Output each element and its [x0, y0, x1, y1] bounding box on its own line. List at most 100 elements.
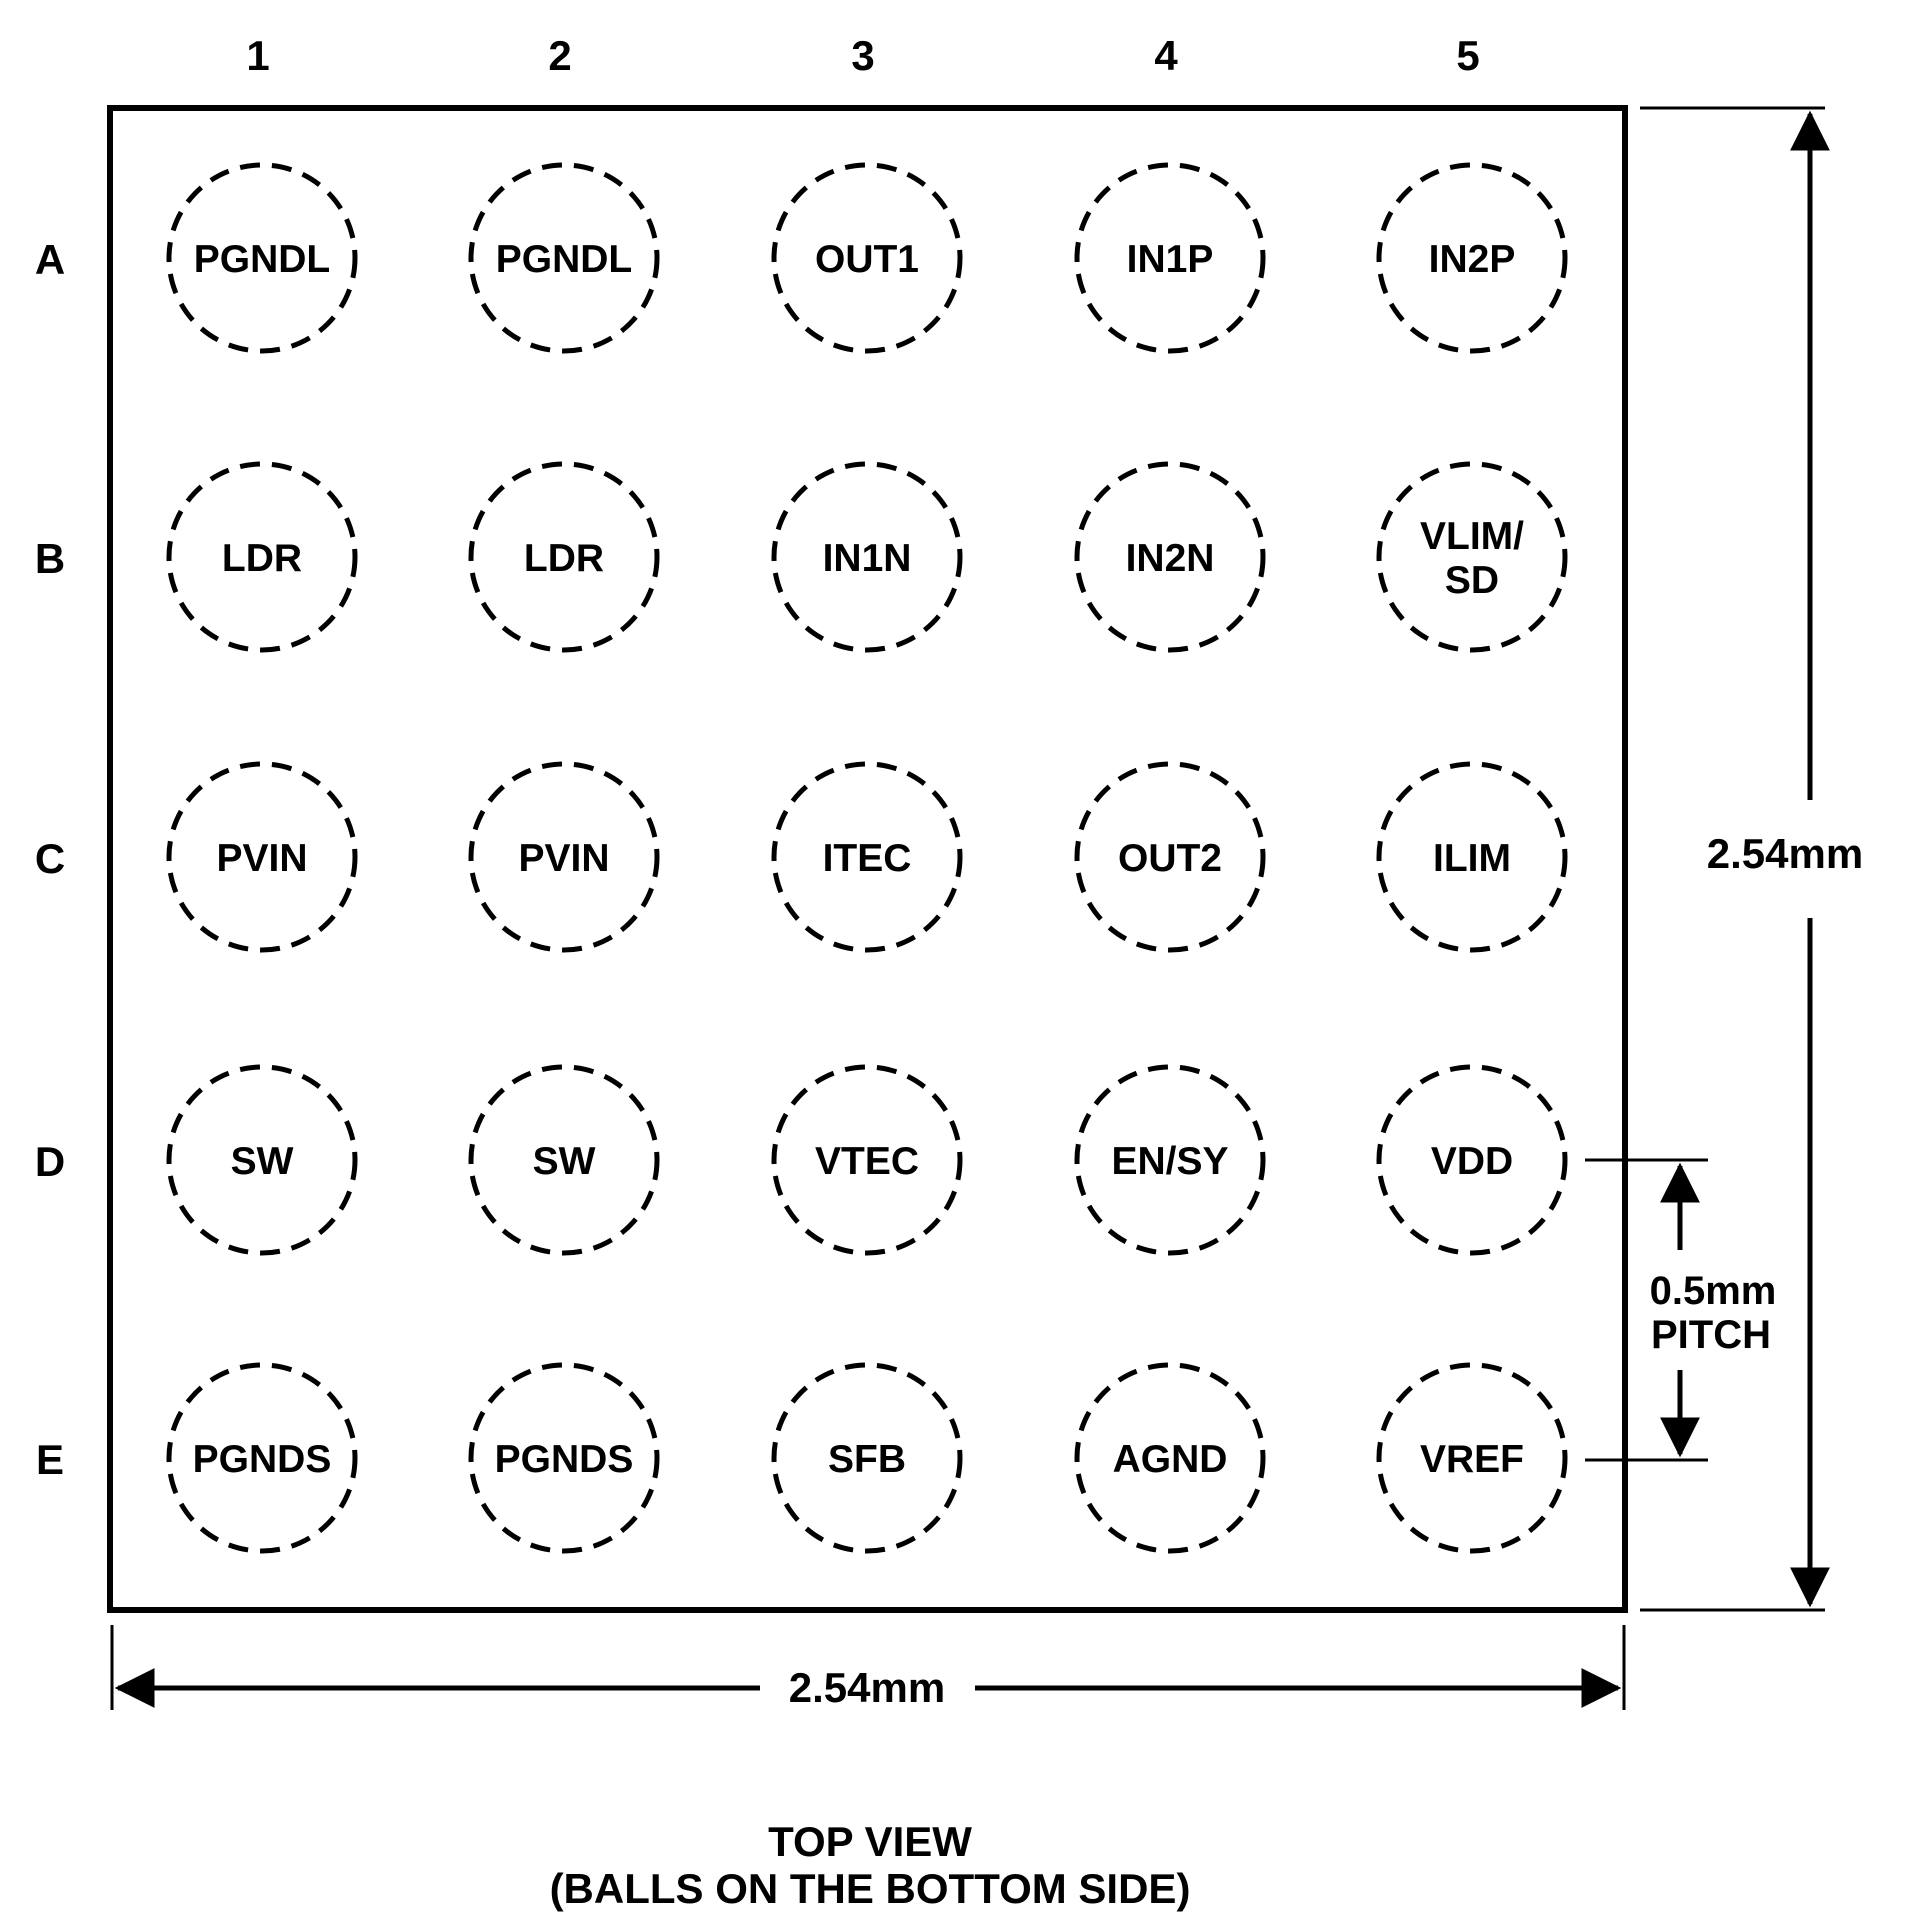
ball-label: SW: [231, 1140, 294, 1183]
ball-e1: PGNDS: [166, 1362, 358, 1554]
height-label: 2.54mm: [1707, 830, 1863, 877]
ball-c2: PVIN: [468, 761, 660, 953]
ball-a1: PGNDL: [166, 162, 358, 354]
ball-outline: [166, 1362, 358, 1554]
ball-d2: SW: [468, 1064, 660, 1256]
ball-outline: [771, 162, 963, 354]
ball-d4: EN/SY: [1074, 1064, 1266, 1256]
ball-d3: VTEC: [771, 1064, 963, 1256]
ball-outline: [771, 461, 963, 653]
height-dimension: 2.54mm: [1640, 106, 1863, 1612]
ball-outline: [166, 162, 358, 354]
ball-outline: [468, 461, 660, 653]
ball-d1: SW: [166, 1064, 358, 1256]
column-labels: 1 2 3 4 5: [246, 32, 1479, 79]
row-label: C: [35, 835, 65, 882]
ball-b1: LDR: [166, 461, 358, 653]
column-label: 2: [548, 32, 571, 79]
row-label: E: [36, 1436, 64, 1483]
row-labels: A B C D E: [35, 236, 65, 1483]
ball-e3: SFB: [771, 1362, 963, 1554]
ball-label: PGNDS: [193, 1438, 332, 1481]
ball-a5: IN2P: [1376, 162, 1568, 354]
ball-label: IN2P: [1429, 238, 1516, 281]
ball-b2: LDR: [468, 461, 660, 653]
ball-label: IN1N: [823, 537, 912, 580]
column-label: 5: [1456, 32, 1479, 79]
ball-label: VREF: [1420, 1438, 1524, 1481]
ball-label: PGNDS: [495, 1438, 634, 1481]
ball-label: OUT2: [1118, 837, 1222, 880]
ball-label: VLIM/SD: [1420, 515, 1524, 602]
ball-outline: [1376, 461, 1568, 653]
ball-a2: PGNDL: [468, 162, 660, 354]
ball-outline: [1074, 461, 1266, 653]
column-label: 4: [1154, 32, 1178, 79]
ball-b4: IN2N: [1074, 461, 1266, 653]
ball-label: AGND: [1113, 1438, 1228, 1481]
ball-outline: [1376, 162, 1568, 354]
column-label: 3: [851, 32, 874, 79]
pitch-label-text: PITCH: [1651, 1313, 1771, 1357]
ball-label: SFB: [828, 1438, 906, 1481]
ball-a3: OUT1: [771, 162, 963, 354]
ball-outline: [468, 162, 660, 354]
ball-label: EN/SY: [1111, 1140, 1228, 1183]
ball-label: VDD: [1431, 1140, 1513, 1183]
ball-outline: [1074, 1362, 1266, 1554]
ball-outline: [771, 1064, 963, 1256]
pitch-label-value: 0.5mm: [1650, 1269, 1777, 1313]
ball-c1: PVIN: [166, 761, 358, 953]
ball-label: IN2N: [1126, 537, 1215, 580]
width-label: 2.54mm: [789, 1664, 945, 1711]
ball-outline: [468, 1362, 660, 1554]
ball-c3: ITEC: [771, 761, 963, 953]
ball-label: SW: [533, 1140, 596, 1183]
ball-outline: [1074, 1064, 1266, 1256]
ball-outline: [1376, 1064, 1568, 1256]
ball-outline: [1376, 1362, 1568, 1554]
ball-c4: OUT2: [1074, 761, 1266, 953]
column-label: 1: [246, 32, 269, 79]
ball-label: PGNDL: [496, 238, 633, 281]
ball-label: LDR: [222, 537, 302, 580]
ball-e4: AGND: [1074, 1362, 1266, 1554]
ball-label: ITEC: [823, 837, 912, 880]
width-dimension: 2.54mm: [110, 1625, 1626, 1711]
ball-label: LDR: [524, 537, 604, 580]
ball-e5: VREF: [1376, 1362, 1568, 1554]
pitch-dimension: 0.5mm PITCH: [1585, 1158, 1777, 1462]
ball-b5: VLIM/SD: [1376, 461, 1568, 653]
row-label: B: [35, 535, 65, 582]
ball-outline: [166, 1064, 358, 1256]
ball-outline: [166, 461, 358, 653]
ball-outline: [166, 761, 358, 953]
ball-outline: [771, 761, 963, 953]
ball-label: PVIN: [216, 837, 307, 880]
ball-label: PGNDL: [194, 238, 331, 281]
ball-label: PVIN: [518, 837, 609, 880]
ball-d5: VDD: [1376, 1064, 1568, 1256]
row-label: D: [35, 1138, 65, 1185]
ball-label: OUT1: [815, 238, 919, 281]
ball-label: IN1P: [1127, 238, 1214, 281]
ball-outline: [468, 761, 660, 953]
ball-outline: [771, 1362, 963, 1554]
ball-a4: IN1P: [1074, 162, 1266, 354]
package-outline: [107, 105, 1628, 1613]
ball-e2: PGNDS: [468, 1362, 660, 1554]
ball-outline: [468, 1064, 660, 1256]
ball-outline: [1074, 162, 1266, 354]
ball-outline: [1074, 761, 1266, 953]
ball-label: ILIM: [1433, 837, 1511, 880]
ball-outline: [1376, 761, 1568, 953]
caption-subtitle: (BALLS ON THE BOTTOM SIDE): [550, 1865, 1191, 1912]
ball-b3: IN1N: [771, 461, 963, 653]
ball-label: VTEC: [815, 1140, 919, 1183]
ball-grid: PGNDL PGNDL OUT1 IN1P IN2P LDR LDR IN1N IN2N VLIM…: [166, 162, 1568, 1554]
caption-title: TOP VIEW: [768, 1818, 972, 1865]
row-label: A: [35, 236, 65, 283]
ball-c5: ILIM: [1376, 761, 1568, 953]
